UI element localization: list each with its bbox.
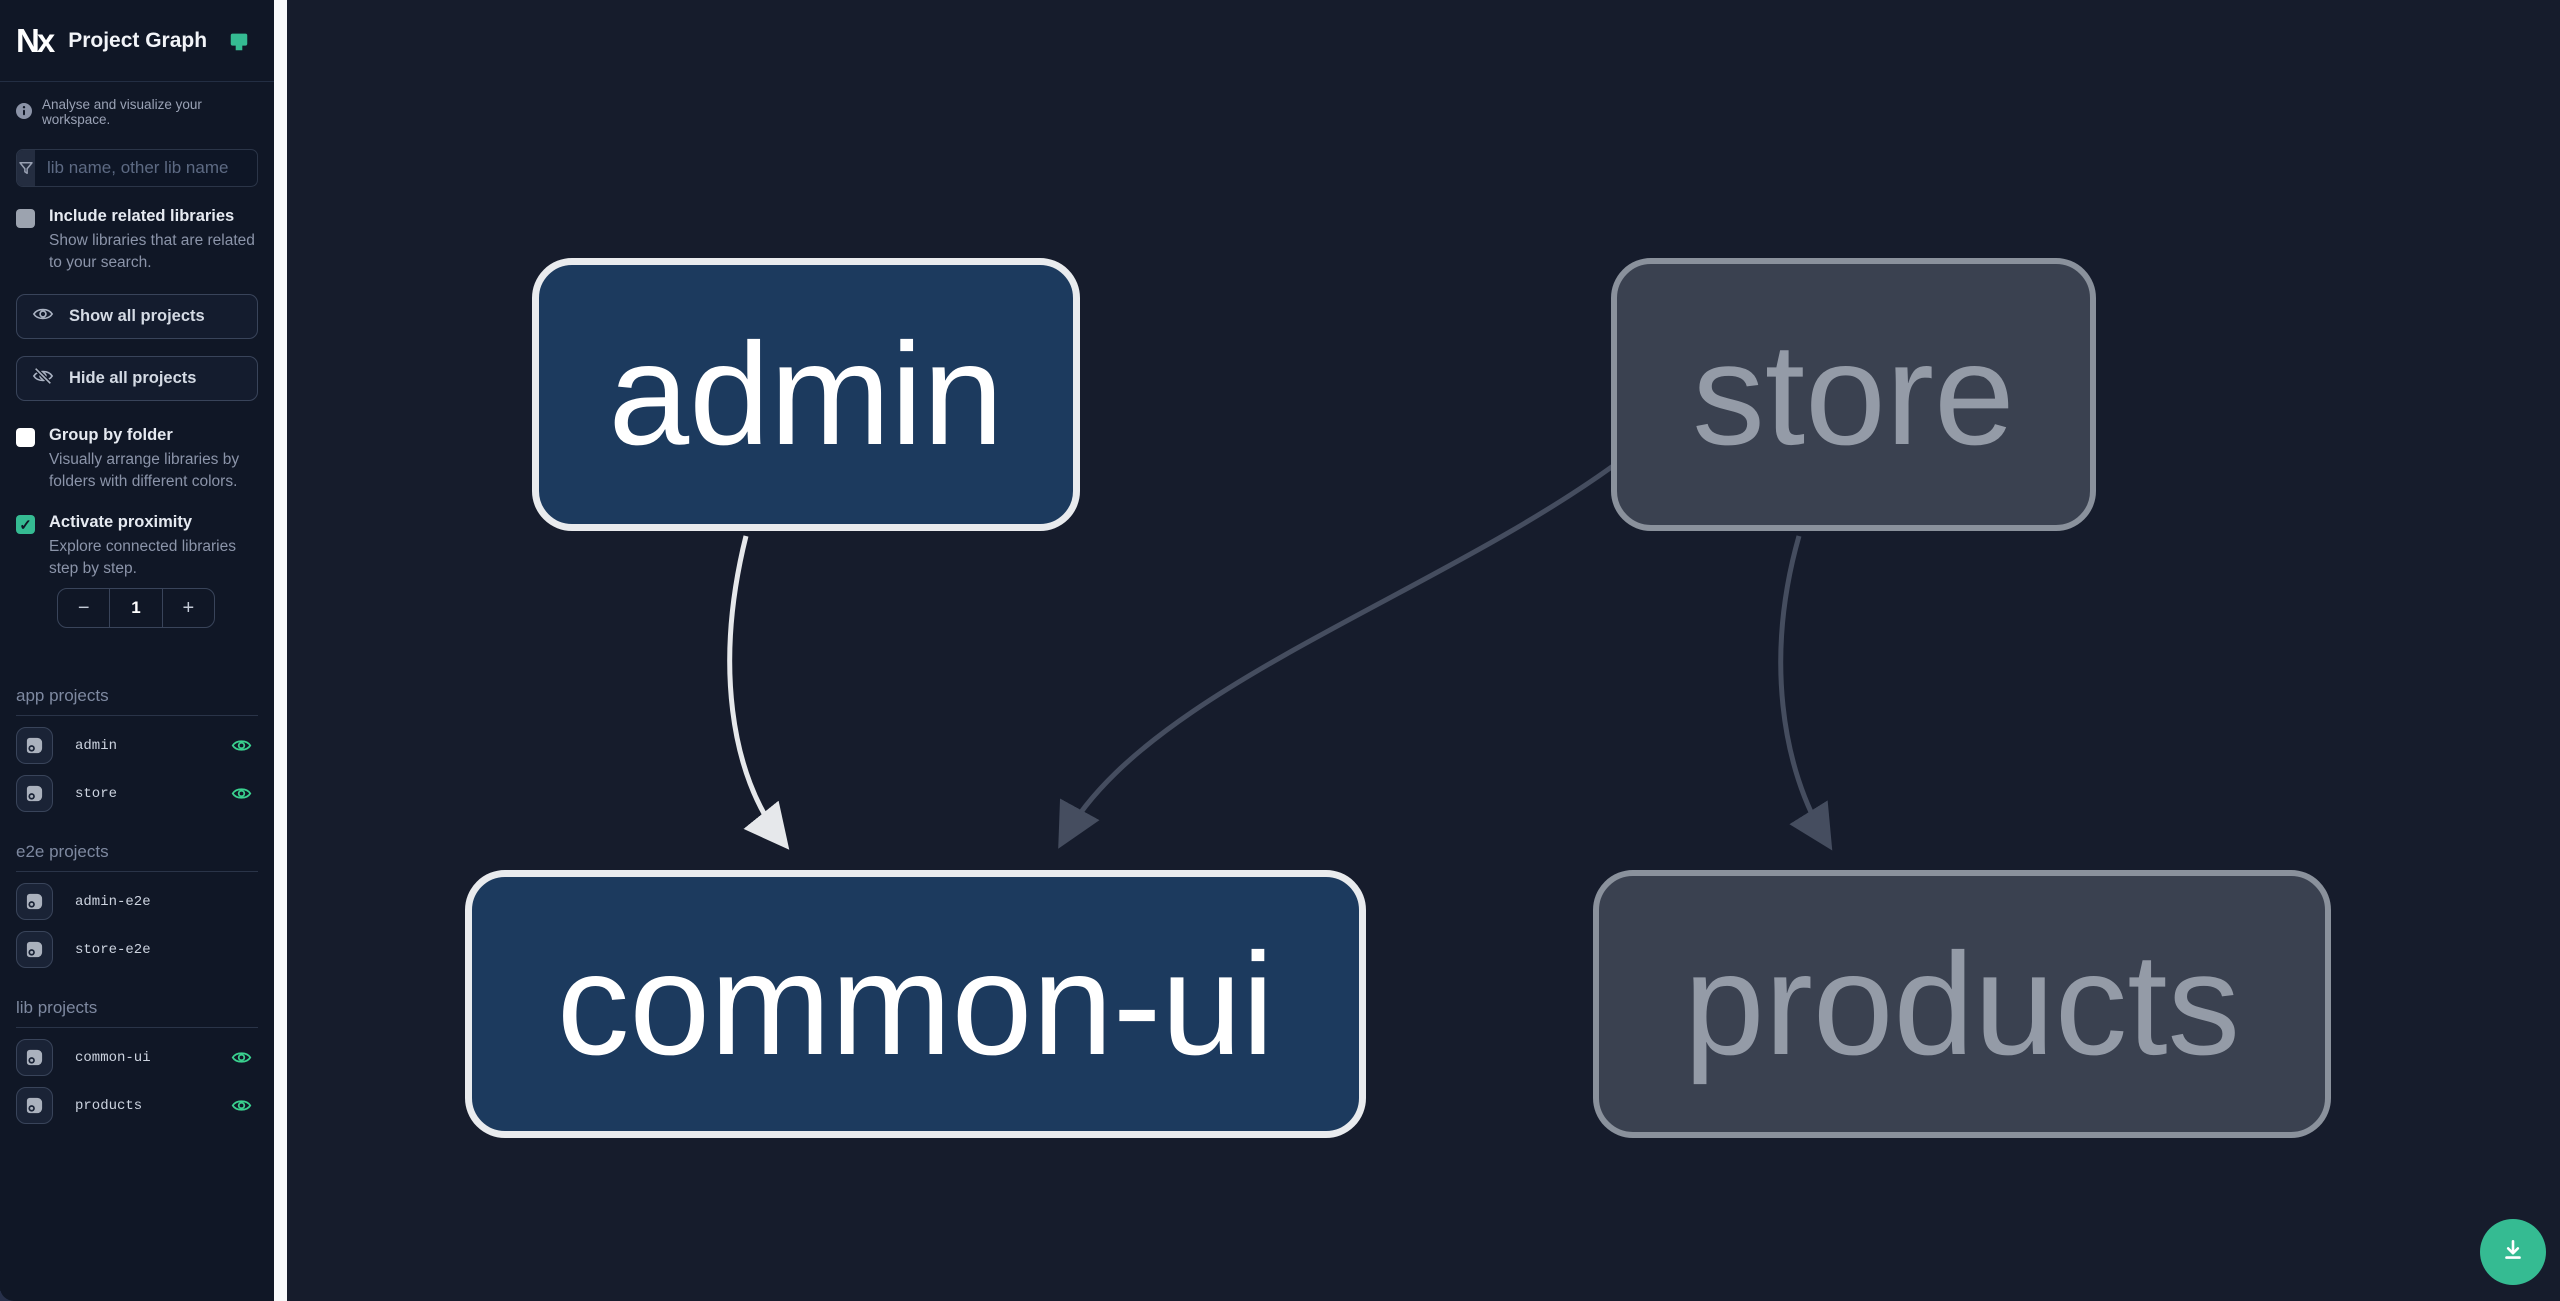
include-related-label: Include related libraries bbox=[49, 207, 235, 225]
section-lib-projects: lib projects common-ui bbox=[16, 998, 258, 1124]
project-name: common-ui bbox=[75, 1049, 151, 1066]
group-by-folder-description: Visually arrange libraries by folders wi… bbox=[49, 451, 240, 490]
proximity-decrement-button[interactable]: − bbox=[77, 596, 90, 619]
eye-off-icon bbox=[32, 365, 54, 392]
section-app-projects: app projects admin bbox=[16, 686, 258, 812]
graph-canvas[interactable]: admin store common-ui products bbox=[287, 0, 2560, 1301]
include-related-checkbox[interactable] bbox=[16, 209, 35, 228]
show-all-projects-label: Show all projects bbox=[69, 307, 205, 325]
hide-all-projects-button[interactable]: Hide all projects bbox=[16, 356, 258, 401]
project-name: admin bbox=[75, 737, 118, 754]
visibility-eye-icon[interactable] bbox=[231, 1095, 252, 1116]
graph-node-store[interactable]: store bbox=[1611, 258, 2096, 531]
focus-project-icon[interactable] bbox=[16, 931, 53, 968]
project-row-products: products bbox=[16, 1087, 258, 1124]
option-activate-proximity[interactable]: ✓ Activate proximity Explore connected l… bbox=[16, 513, 258, 580]
proximity-increment-button[interactable]: + bbox=[161, 589, 214, 627]
focus-project-icon[interactable] bbox=[16, 883, 53, 920]
project-row-common-ui: common-ui bbox=[16, 1039, 258, 1076]
project-name: admin-e2e bbox=[75, 893, 151, 910]
sidebar-header: Nx Project Graph bbox=[0, 0, 274, 82]
focus-project-icon[interactable] bbox=[16, 727, 53, 764]
proximity-value: 1 bbox=[109, 589, 161, 627]
project-row-store-e2e: store-e2e bbox=[16, 931, 258, 968]
edge-store-products bbox=[1778, 535, 1833, 851]
graph-node-products[interactable]: products bbox=[1593, 870, 2331, 1138]
include-related-description: Show libraries that are related to your … bbox=[49, 232, 255, 271]
search-box bbox=[16, 149, 258, 187]
monitor-icon[interactable] bbox=[228, 30, 250, 52]
project-name: store-e2e bbox=[75, 941, 151, 958]
focus-project-icon[interactable] bbox=[16, 1039, 53, 1076]
project-row-admin-e2e: admin-e2e bbox=[16, 883, 258, 920]
project-row-admin: admin bbox=[16, 727, 258, 764]
section-e2e-projects: e2e projects admin-e2e store-e2e bbox=[16, 842, 258, 968]
section-title: e2e projects bbox=[16, 842, 258, 872]
hide-all-projects-label: Hide all projects bbox=[69, 369, 197, 387]
focus-project-icon[interactable] bbox=[16, 1087, 53, 1124]
page-title: Project Graph bbox=[68, 28, 208, 52]
download-icon bbox=[2500, 1237, 2526, 1268]
visibility-eye-icon[interactable] bbox=[231, 783, 252, 804]
project-name: products bbox=[75, 1097, 143, 1114]
option-include-related[interactable]: Include related libraries Show libraries… bbox=[16, 207, 258, 274]
graph-node-admin[interactable]: admin bbox=[532, 258, 1080, 531]
sidebar-scrollbar[interactable] bbox=[274, 0, 287, 1301]
focus-project-icon[interactable] bbox=[16, 775, 53, 812]
eye-icon bbox=[32, 303, 54, 330]
show-all-projects-button[interactable]: Show all projects bbox=[16, 294, 258, 339]
visibility-eye-icon[interactable] bbox=[231, 1047, 252, 1068]
info-icon bbox=[16, 102, 32, 122]
sidebar: Nx Project Graph Analyse and visualize y… bbox=[0, 0, 274, 1301]
visibility-eye-icon[interactable] bbox=[231, 735, 252, 756]
workspace-banner: Analyse and visualize your workspace. bbox=[0, 82, 274, 137]
project-row-store: store bbox=[16, 775, 258, 812]
edge-admin-common-ui bbox=[727, 535, 790, 850]
activate-proximity-label: Activate proximity bbox=[49, 513, 193, 531]
project-name: store bbox=[75, 785, 118, 802]
filter-icon bbox=[17, 150, 35, 186]
search-input[interactable] bbox=[35, 150, 257, 186]
group-by-folder-checkbox[interactable] bbox=[16, 428, 35, 447]
graph-edges bbox=[727, 463, 1833, 851]
section-title: app projects bbox=[16, 686, 258, 716]
section-title: lib projects bbox=[16, 998, 258, 1028]
option-group-by-folder[interactable]: Group by folder Visually arrange librari… bbox=[16, 426, 258, 493]
graph-node-common-ui[interactable]: common-ui bbox=[465, 870, 1366, 1138]
group-by-folder-label: Group by folder bbox=[49, 426, 173, 444]
activate-proximity-description: Explore connected libraries step by step… bbox=[49, 538, 236, 577]
nx-logo: Nx bbox=[16, 21, 55, 59]
workspace-banner-text: Analyse and visualize your workspace. bbox=[42, 97, 202, 127]
download-image-button[interactable] bbox=[2480, 1219, 2546, 1285]
activate-proximity-checkbox[interactable]: ✓ bbox=[16, 515, 35, 534]
edge-store-common-ui bbox=[1058, 463, 1615, 849]
proximity-stepper: − 1 + bbox=[57, 588, 215, 628]
